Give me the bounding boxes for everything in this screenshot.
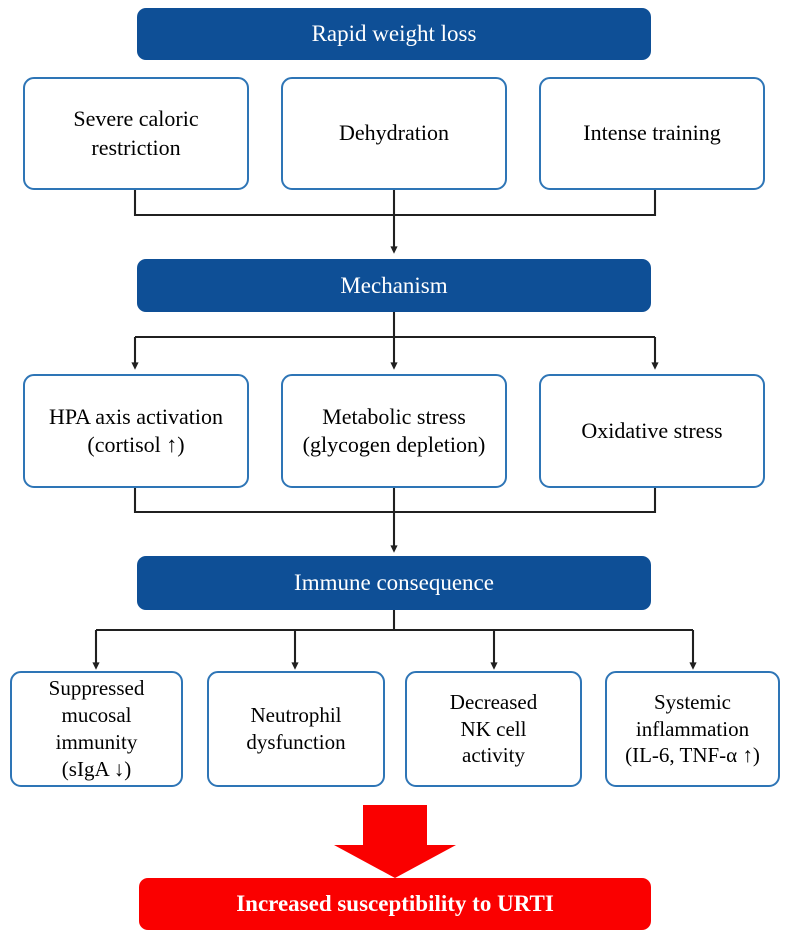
mechanisms-merge-bar (133, 488, 657, 514)
banner-rapid-weight-loss-label: Rapid weight loss (311, 21, 477, 47)
banner-immune-consequence[interactable]: Immune consequence (137, 556, 651, 610)
card-suppressed-mucosal-immunity[interactable]: Suppressed mucosal immunity (sIgA ↓) (10, 671, 183, 787)
banner-rapid-weight-loss[interactable]: Rapid weight loss (137, 8, 651, 60)
card-decreased-nk-cell-activity-label: Decreased NK cell activity (449, 689, 538, 768)
card-intense-training[interactable]: Intense training (539, 77, 765, 190)
card-metabolic-stress-label: Metabolic stress (glycogen depletion) (302, 403, 486, 457)
card-decreased-nk-cell-activity[interactable]: Decreased NK cell activity (405, 671, 582, 787)
card-systemic-inflammation[interactable]: Systemic inflammation (IL-6, TNF-α ↑) (605, 671, 780, 787)
card-oxidative-stress-label: Oxidative stress (581, 417, 723, 443)
banner-increased-susceptibility-to-urti[interactable]: Increased susceptibility to URTI (139, 878, 651, 930)
card-intense-training-label: Intense training (583, 120, 721, 146)
banner-mechanism[interactable]: Mechanism (137, 259, 651, 312)
card-dehydration[interactable]: Dehydration (281, 77, 507, 190)
card-severe-caloric-restriction-label: Severe caloric restriction (73, 106, 199, 160)
causes-merge-bar (133, 190, 657, 217)
card-hpa-axis-activation-label: HPA axis activation (cortisol ↑) (49, 403, 223, 457)
card-neutrophil-dysfunction[interactable]: Neutrophil dysfunction (207, 671, 385, 787)
down-arrow-icon (334, 805, 456, 878)
card-severe-caloric-restriction[interactable]: Severe caloric restriction (23, 77, 249, 190)
card-dehydration-label: Dehydration (339, 120, 449, 146)
card-metabolic-stress[interactable]: Metabolic stress (glycogen depletion) (281, 374, 507, 488)
banner-immune-consequence-label: Immune consequence (294, 570, 494, 596)
card-hpa-axis-activation[interactable]: HPA axis activation (cortisol ↑) (23, 374, 249, 488)
card-neutrophil-dysfunction-label: Neutrophil dysfunction (246, 703, 346, 754)
banner-increased-susceptibility-to-urti-label: Increased susceptibility to URTI (236, 891, 554, 917)
card-suppressed-mucosal-immunity-label: Suppressed mucosal immunity (sIgA ↓) (48, 676, 145, 781)
banner-mechanism-label: Mechanism (340, 272, 448, 298)
card-oxidative-stress[interactable]: Oxidative stress (539, 374, 765, 488)
card-systemic-inflammation-label: Systemic inflammation (IL-6, TNF-α ↑) (625, 689, 760, 768)
